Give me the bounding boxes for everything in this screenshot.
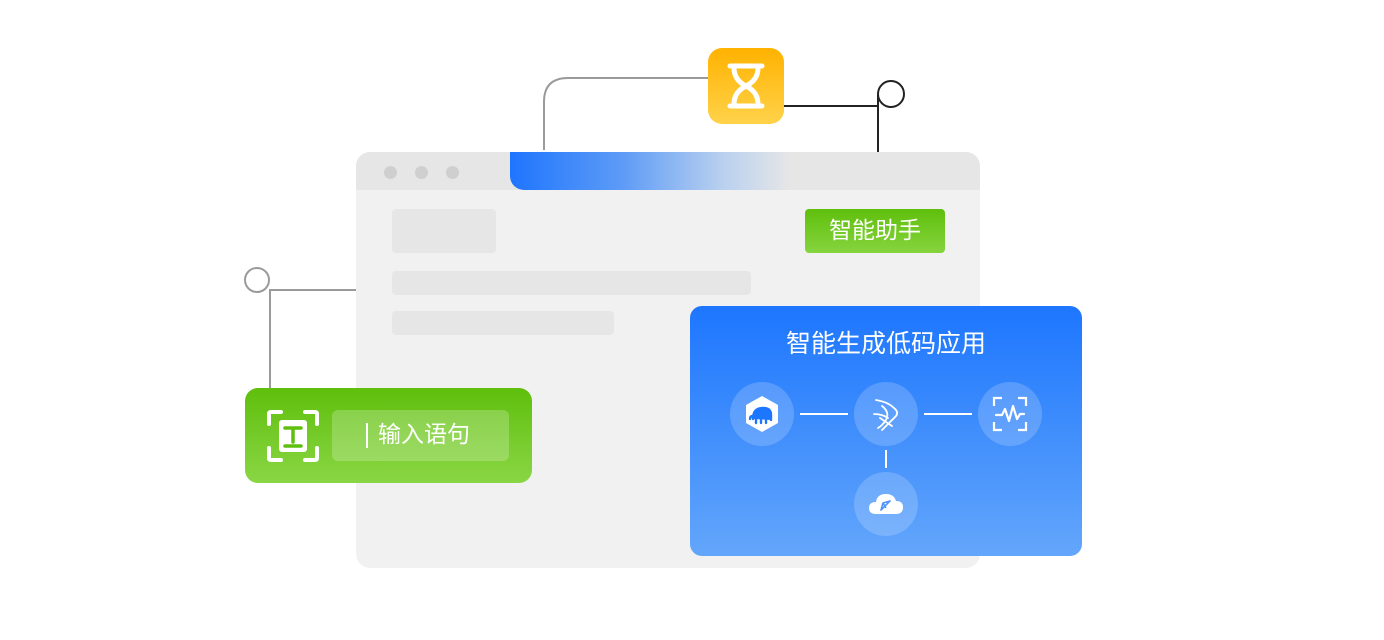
connector-tab-to-hourglass [543,77,710,150]
text-scan-icon [267,410,319,462]
hourglass-icon [708,48,784,124]
spark-icon [873,399,899,431]
text-caret [366,423,368,448]
lowcode-panel: 智能生成低码应用 [690,306,1082,556]
hourglass-glyph [727,63,765,109]
connector-left-loop [244,267,270,293]
window-dot-3 [446,166,459,179]
window-dot-2 [415,166,428,179]
skeleton-line-1 [392,271,751,295]
input-text: 输入语句 [378,422,470,448]
connector-loop [877,80,905,108]
cloud-icon [869,494,903,514]
node-database[interactable] [730,382,794,446]
connector-left [269,289,356,390]
voice-scan-icon [992,396,1028,432]
node-cloud[interactable] [854,472,918,536]
active-tab-gradient [510,152,790,190]
skeleton-line-2 [392,311,614,335]
node-spark[interactable] [854,382,918,446]
panel-title: 智能生成低码应用 [785,329,986,358]
database-elephant-icon [746,396,778,432]
node-link-3 [885,450,887,468]
input-card[interactable]: 输入语句 [245,388,532,483]
node-voice[interactable] [978,382,1042,446]
assistant-label[interactable]: 智能助手 [805,209,945,253]
window-dot-1 [384,166,397,179]
sentence-input[interactable]: 输入语句 [332,410,509,461]
node-link-1 [800,413,848,415]
node-link-2 [924,413,972,415]
skeleton-block [392,209,496,253]
